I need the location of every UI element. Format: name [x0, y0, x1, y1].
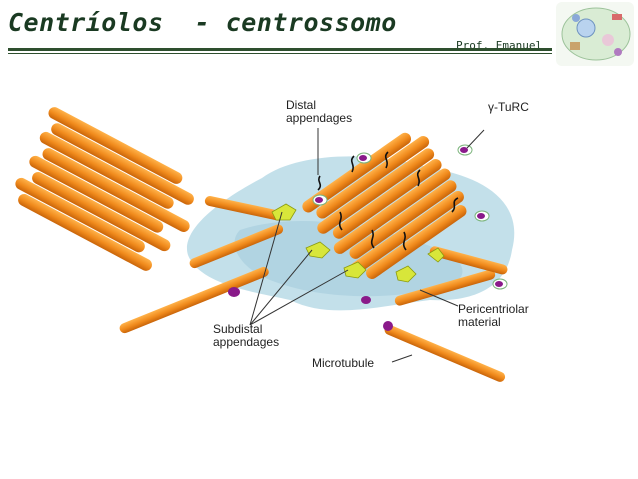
- pericentriolar-label-line2: material: [458, 315, 501, 329]
- slide-title: Centríolos - centrossomo: [8, 8, 397, 37]
- gamma-turc-label: γ-TuRC: [488, 100, 529, 114]
- microtubule-right-short: [429, 246, 508, 275]
- gamma-turc-complexes: [228, 144, 508, 331]
- centriole-upper-left: [15, 107, 194, 271]
- leader-lines: [249, 128, 485, 363]
- subdistal-label-line1: Subdistal: [213, 322, 263, 336]
- header-rule: [8, 48, 552, 51]
- subdistal-appendages: [271, 203, 445, 283]
- microtubule-right: [394, 269, 496, 306]
- distal-label-line1: Distal: [286, 98, 317, 112]
- header-rule-thin: [8, 53, 552, 54]
- microtubule-left-middle: [189, 224, 284, 269]
- distal-appendage-fibers: [317, 151, 459, 251]
- microtubule-top-left: [204, 196, 284, 221]
- microtubule-left-lower: [119, 266, 269, 334]
- pericentriolar-material-label: Pericentriolar material: [458, 303, 529, 329]
- subdistal-appendages-label: Subdistal appendages: [213, 323, 279, 349]
- pericentriolar-label-line1: Pericentriolar: [458, 302, 529, 316]
- subdistal-label-line2: appendages: [213, 335, 280, 349]
- microtubule-label: Microtubule: [312, 356, 375, 370]
- cell-illustration-thumbnail: [556, 2, 634, 66]
- distal-label-line2: appendages: [286, 111, 353, 125]
- centriole-central: [302, 132, 467, 279]
- microtubule-bottom: [384, 324, 506, 382]
- distal-appendages-label: Distal appendages: [286, 99, 352, 125]
